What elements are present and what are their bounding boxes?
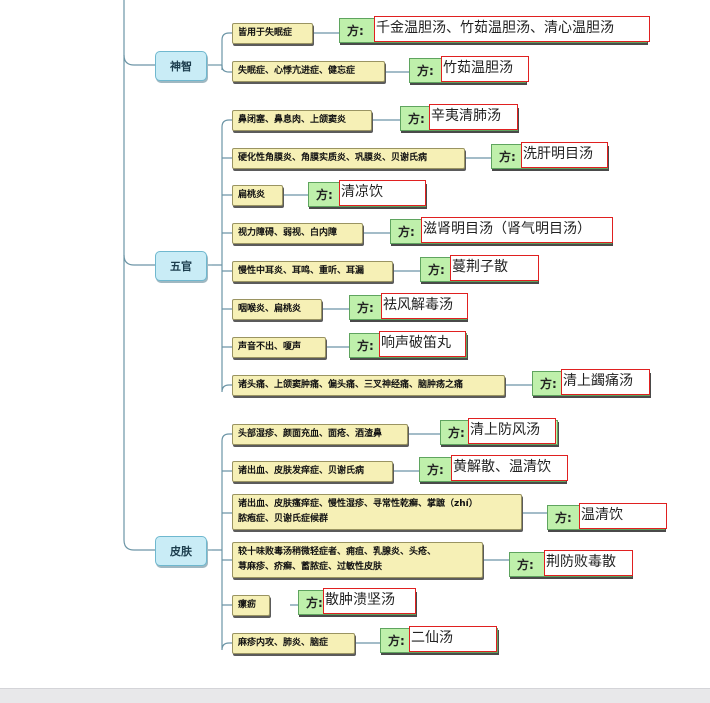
category-shenzhi: 神智 <box>155 51 207 81</box>
formula-box: 方: 清上蠲痛汤 <box>532 369 650 396</box>
fang-label: 方: <box>417 64 434 78</box>
fang-label: 方: <box>357 339 374 353</box>
formula-name: 清上蠲痛汤 <box>561 369 650 395</box>
formula-name: 二仙汤 <box>409 626 497 652</box>
fang-label: 方: <box>316 188 333 202</box>
formula-name: 清上防风汤 <box>468 418 556 444</box>
page-bottom-edge <box>0 688 710 703</box>
symptom-text: 声音不出、嗄声 <box>238 342 302 352</box>
symptom-box: 诸头痛、上颌窦肿痛、偏头痛、三叉神经痛、脑肿疡之痛 <box>232 375 505 396</box>
fang-label: 方: <box>408 112 425 126</box>
formula-box: 方: 响声破笛丸 <box>349 331 467 358</box>
formula-name: 温清饮 <box>579 503 667 529</box>
fang-label: 方: <box>448 426 465 440</box>
fang-label: 方: <box>388 634 405 648</box>
symptom-box: 硬化性角膜炎、角膜实质炎、巩膜炎、贝谢氏病 <box>232 148 465 169</box>
fang-label: 方: <box>499 150 516 164</box>
formula-name: 黄解散、温清饮 <box>451 455 568 481</box>
symptom-box: 咽喉炎、扁桃炎 <box>232 299 322 320</box>
formula-box: 方:清上防风汤 <box>440 418 558 445</box>
symptom-box: 瘰疬 <box>232 595 270 616</box>
fang-label: 方: <box>428 263 445 277</box>
formula-name: 散肿溃坚汤 <box>323 588 416 614</box>
symptom-box: 诸出血、皮肤发痒症、贝谢氏病 <box>232 461 393 482</box>
symptom-text: 硬化性角膜炎、角膜实质炎、巩膜炎、贝谢氏病 <box>238 153 428 163</box>
fang-label: 方: <box>347 24 364 38</box>
formula-name: 荆防败毒散 <box>544 550 633 576</box>
symptom-text: 瘰疬 <box>238 600 257 610</box>
formula-name: 清凉饮 <box>339 180 426 206</box>
formula-box: 方: 温清饮 <box>547 503 667 530</box>
formula-box: 方: 二仙汤 <box>380 626 498 653</box>
formula-box: 方: 清凉饮 <box>308 180 426 207</box>
formula-box: 方: 洗肝明目汤 <box>491 142 608 169</box>
formula-name: 祛风解毒汤 <box>381 293 468 319</box>
symptom-text: 咽喉炎、扁桃炎 <box>238 304 302 314</box>
formula-box: 方: 黄解散、温清饮 <box>419 455 568 482</box>
formula-box: 方: 祛风解毒汤 <box>349 293 468 320</box>
formula-name: 滋肾明目汤（肾气明目汤） <box>421 217 613 243</box>
symptom-box: 扁桃炎 <box>232 185 283 206</box>
fang-label: 方: <box>427 463 444 477</box>
fang-label: 方: <box>398 225 415 239</box>
symptom-text: 鼻闭塞、鼻息肉、上颌窦炎 <box>238 115 347 125</box>
formula-name: 竹茹温胆汤 <box>441 56 529 82</box>
symptom-text: 较十味败毒汤稍微轻症者、痈疽、乳腺炎、头疮、 荨麻疹、疥癣、蓄脓症、过敏性皮肤 <box>238 547 437 572</box>
fang-label: 方: <box>517 558 534 572</box>
symptom-text: 慢性中耳炎、耳鸣、重听、耳漏 <box>238 266 365 276</box>
symptom-box: 失眠症、心悸亢进症、健忘症 <box>232 61 385 82</box>
formula-name: 千金温胆汤、竹茹温胆汤、清心温胆汤 <box>374 16 650 42</box>
fang-label: 方: <box>540 377 557 391</box>
formula-box: 方: 千金温胆汤、竹茹温胆汤、清心温胆汤 <box>339 16 650 43</box>
category-wuguan: 五官 <box>155 251 207 281</box>
fang-label: 方: <box>555 511 572 525</box>
formula-box: 方: 竹茹温胆汤 <box>409 56 529 83</box>
symptom-box: 头部湿疹、颜面充血、面疮、酒渣鼻 <box>232 424 408 445</box>
symptom-text: 扁桃炎 <box>238 190 266 200</box>
symptom-text: 皆用于失眠症 <box>238 28 293 38</box>
symptom-box: 慢性中耳炎、耳鸣、重听、耳漏 <box>232 261 393 282</box>
fang-label: 方: <box>306 596 323 610</box>
symptom-text: 诸头痛、上颌窦肿痛、偏头痛、三叉神经痛、脑肿疡之痛 <box>238 380 464 390</box>
symptom-box: 皆用于失眠症 <box>232 23 313 44</box>
symptom-box: 视力障碍、弱视、白内障 <box>232 223 363 244</box>
formula-box: 方: 荆防败毒散 <box>509 550 633 577</box>
formula-box: 方:散肿溃坚汤 <box>298 588 416 615</box>
fang-label: 方: <box>357 301 374 315</box>
symptom-box: 较十味败毒汤稍微轻症者、痈疽、乳腺炎、头疮、 荨麻疹、疥癣、蓄脓症、过敏性皮肤 <box>232 542 483 578</box>
symptom-text: 失眠症、心悸亢进症、健忘症 <box>238 66 356 76</box>
symptom-box: 麻疹内攻、肺炎、脑症 <box>232 633 355 654</box>
symptom-box: 声音不出、嗄声 <box>232 337 326 358</box>
category-pifu: 皮肤 <box>155 536 207 566</box>
formula-name: 蔓荆子散 <box>450 255 539 281</box>
symptom-text: 麻疹内攻、肺炎、脑症 <box>238 638 329 648</box>
formula-name: 洗肝明目汤 <box>521 142 608 168</box>
symptom-text: 诸出血、皮肤发痒症、贝谢氏病 <box>238 466 365 476</box>
formula-name: 响声破笛丸 <box>379 331 466 357</box>
symptom-box: 鼻闭塞、鼻息肉、上颌窦炎 <box>232 110 372 131</box>
formula-box: 方: 滋肾明目汤（肾气明目汤） <box>390 217 613 244</box>
formula-box: 方: 辛夷清肺汤 <box>400 104 518 131</box>
symptom-text: 头部湿疹、颜面充血、面疮、酒渣鼻 <box>238 429 383 439</box>
symptom-box: 诸出血、皮肤瘙痒症、慢性湿疹、寻常性乾癣、掌蹠（zhí） 脓疱症、贝谢氏症候群 <box>232 494 522 530</box>
symptom-text: 视力障碍、弱视、白内障 <box>238 228 338 238</box>
formula-box: 方: 蔓荆子散 <box>420 255 539 282</box>
formula-name: 辛夷清肺汤 <box>429 104 518 130</box>
symptom-text: 诸出血、皮肤瘙痒症、慢性湿疹、寻常性乾癣、掌蹠（zhí） 脓疱症、贝谢氏症候群 <box>238 499 478 524</box>
